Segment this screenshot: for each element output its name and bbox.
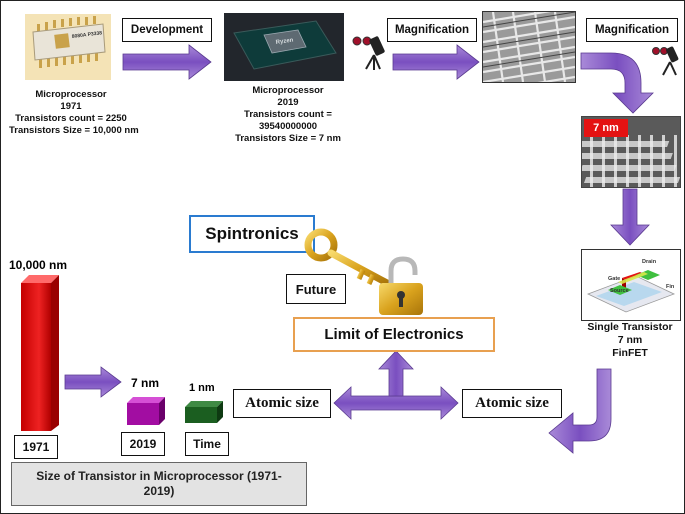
bar-time [185,401,223,423]
micro-2019-count-value: 39540000000 [258,121,318,132]
bar-2019-value: 7 nm [131,376,160,390]
label-magnification-2: Magnification [586,18,678,42]
label-atomic-size-left: Atomic size [233,389,331,418]
micro-1971-title: Microprocessor [35,89,107,100]
arrow-atomic-double [333,386,459,420]
single-transistor-image: Drain Gate Source Fin [581,249,681,321]
finfet-sem-image: 7 nm [581,116,681,188]
bar-time-label: Time [185,432,229,456]
arrow-up-limit [378,350,414,397]
bar-1971 [21,275,59,431]
micro-1971-caption: Microprocessor 1971 Transistors count = … [9,89,139,137]
single-type: FinFET [612,347,648,359]
arrow-down-transistor [610,188,650,246]
bar-2019 [127,397,165,425]
chip-2019-image: Ryzen [224,13,344,81]
label-future: Future [286,274,346,304]
chip-2019-icon: Ryzen [224,13,344,81]
arrow-development [122,44,212,80]
figure-caption: Size of Transistor in Microprocessor (19… [11,462,307,506]
arrow-bend-bottom [548,368,612,454]
label-gate: Gate [608,276,620,282]
badge-7nm: 7 nm [584,119,628,137]
label-magnification-1: Magnification [387,18,477,42]
bar-2019-label: 2019 [121,432,165,456]
micro-1971-size: Transistors Size = 10,000 nm [9,125,139,136]
microscope-icon [352,36,385,70]
finfet-diagram: Drain Gate Source Fin [586,259,676,313]
label-fin: Fin [666,284,675,290]
label-source: Source [610,288,629,294]
micro-2019-year: 2019 [277,97,299,108]
single-title: Single Transistor [587,321,673,333]
bar-1971-label: 1971 [14,435,58,459]
arrow-curve-down [580,52,654,114]
micro-2019-title: Microprocessor [252,85,324,96]
chip-2019-label: Ryzen [275,38,294,46]
micrograph-image [482,11,576,83]
single-transistor-caption: Single Transistor 7 nm FinFET [577,321,683,360]
bar-1971-value: 10,000 nm [9,258,68,272]
chip-1971-image: 8080A P3338 [25,14,111,80]
label-spintronics: Spintronics [189,215,315,253]
micro-1971-year: 1971 [60,101,82,112]
micro-2019-size: Transistors Size = 7 nm [235,133,341,144]
label-development: Development [122,18,212,42]
chip-1971-label: 8080A P3338 [72,30,103,40]
micrograph-pattern [483,12,575,82]
label-drain: Drain [642,259,657,265]
micro-2019-count-label: Transistors count = [244,109,332,120]
micro-2019-caption: Microprocessor 2019 Transistors count = … [228,85,348,145]
single-size: 7 nm [617,334,643,346]
micro-1971-count: Transistors count = 2250 [15,113,127,124]
arrow-magnification-1 [392,44,480,80]
label-atomic-size-right: Atomic size [462,389,562,418]
label-limit-electronics: Limit of Electronics [293,317,495,352]
chip-1971-icon: 8080A P3338 [32,16,106,68]
key-lock-icon [304,228,423,315]
microscope-icon-2 [652,46,679,76]
arrow-bars [64,366,122,398]
bar-time-value: 1 nm [189,382,215,394]
